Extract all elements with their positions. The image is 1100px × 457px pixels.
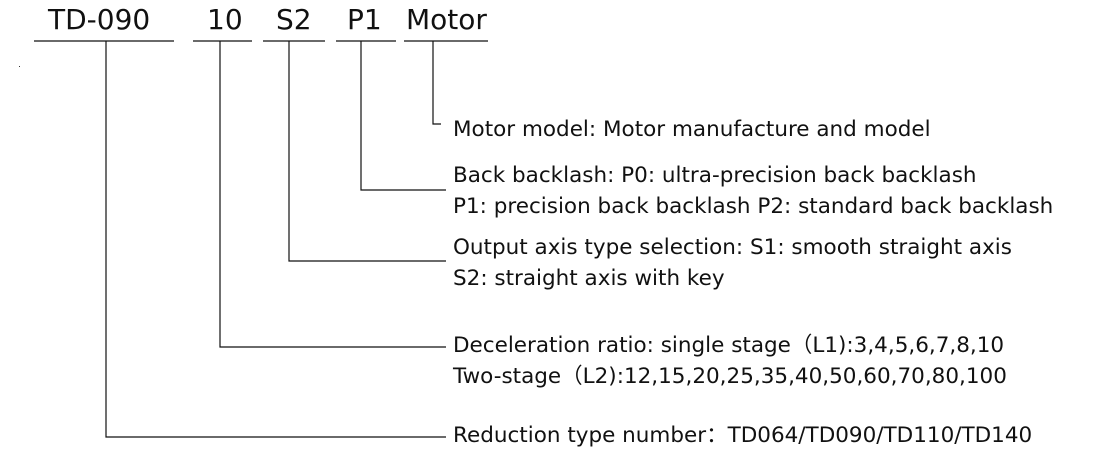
desc-motor-model: Motor model: Motor manufacture and model (453, 117, 931, 142)
desc-axis-1: Output axis type selection: S1: smooth s… (453, 235, 1012, 260)
code-ratio: 10 (207, 3, 243, 36)
leader-backlash (360, 41, 446, 191)
leader-ratio (219, 41, 446, 348)
desc-backlash-1: Back backlash: P0: ultra-precision back … (453, 163, 977, 188)
desc-ratio-1: Deceleration ratio: single stage（L1):3,4… (453, 333, 1005, 358)
stray-dot (19, 66, 20, 67)
leader-type-number (105, 41, 446, 438)
leader-axis (288, 41, 446, 262)
code-backlash: P1 (347, 3, 382, 36)
code-axis: S2 (276, 3, 312, 36)
code-type-number: TD-090 (48, 3, 151, 36)
code-motor: Motor (406, 3, 487, 36)
desc-backlash-2: P1: precision back backlash P2: standard… (453, 194, 1054, 219)
leader-motor (432, 41, 441, 125)
desc-type-number: Reduction type number：TD064/TD090/TD110/… (453, 423, 1033, 448)
desc-ratio-2: Two-stage（L2):12,15,20,25,35,40,50,60,70… (453, 364, 1007, 389)
desc-axis-2: S2: straight axis with key (453, 266, 725, 291)
